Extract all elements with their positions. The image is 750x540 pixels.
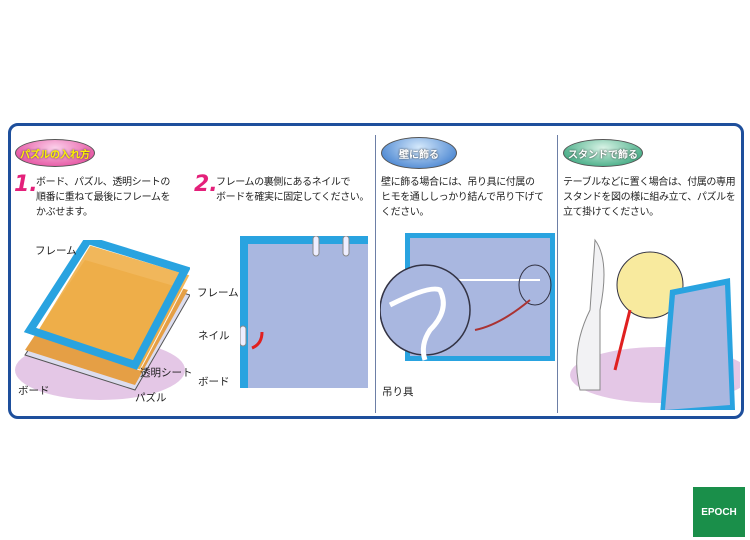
divider — [557, 135, 558, 413]
label-puzzle: パズル — [135, 392, 167, 404]
label-board: ボード — [18, 385, 50, 397]
label-board-2: ボード — [198, 376, 230, 388]
layering-illustration — [15, 240, 190, 400]
label-nail: ネイル — [198, 330, 230, 342]
label-sheet: 透明シート — [140, 367, 193, 379]
stand-illustration — [570, 238, 740, 410]
badge-wall-display: 壁に飾る — [381, 137, 457, 169]
label-hanger: 吊り具 — [382, 386, 414, 398]
step-1-text: ボード、パズル、透明シートの 順番に重ねて最後にフレームを かぶせます。 — [36, 177, 171, 218]
label-frame: フレーム — [35, 245, 77, 257]
wall-hanging-illustration — [380, 233, 555, 361]
label-frame-2: フレーム — [197, 287, 239, 299]
step-1-number: 1. — [14, 172, 38, 197]
instruction-panel — [8, 123, 744, 419]
step-2-text: フレームの裏側にあるネイルで ボードを確実に固定してください。 — [216, 177, 369, 203]
badge-stand-display: スタンドで飾る — [563, 139, 643, 167]
frame-back-illustration — [240, 236, 368, 388]
step-2-number: 2. — [194, 172, 218, 197]
epoch-logo: EPOCH — [693, 487, 745, 537]
badge-how-to-insert: パズルの入れ方 — [15, 139, 95, 167]
wall-text: 壁に飾る場合には、吊り具に付属の ヒモを通ししっかり結んで吊り下げて ください。 — [381, 177, 544, 218]
stand-text: テーブルなどに置く場合は、付属の専用 スタンドを図の様に組み立て、パズルを 立て… — [563, 177, 736, 218]
divider — [375, 135, 376, 413]
